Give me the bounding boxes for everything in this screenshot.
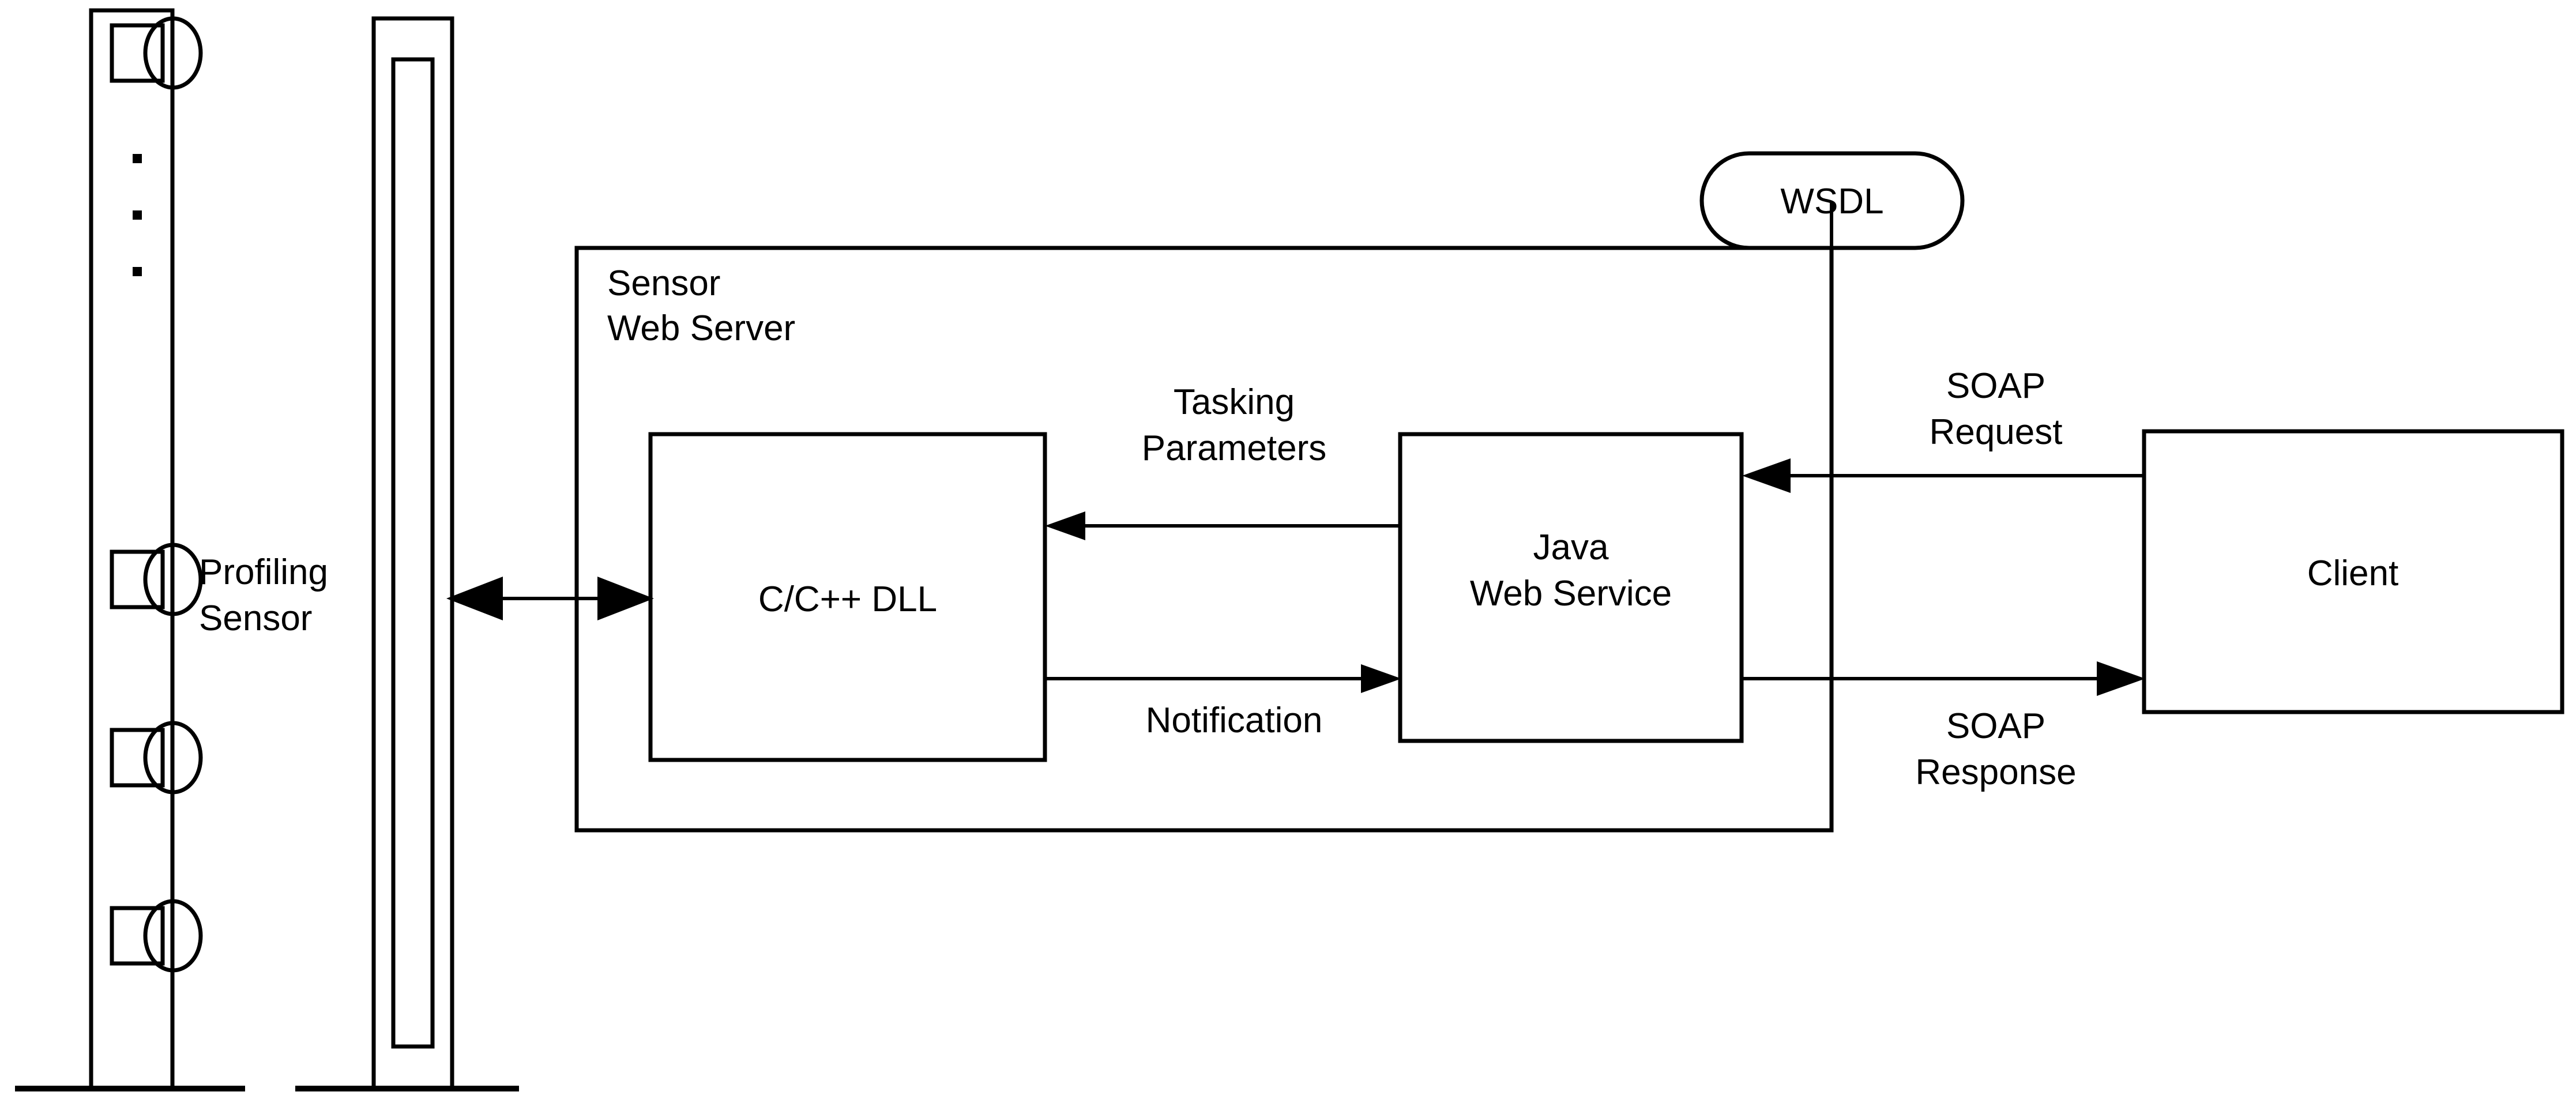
edge-notification: Notification [1045,664,1401,740]
sensor-module-4 [110,899,203,973]
sensor-module-body-3 [110,728,165,788]
client-box-group: Client [2142,429,2564,714]
ellipsis-dot-2 [133,210,142,220]
sensor-tower-inner-slot [391,57,435,1049]
edge-sensor-to-dll [446,577,654,620]
edge-tasking-parameters: Tasking Parameters [1045,382,1400,540]
sensor-module-body-4 [110,906,165,966]
edge-soap-response-label-line1: SOAP [1946,706,2045,746]
edge-soap-request-label-line1: SOAP [1946,366,2045,406]
sensor-module-head-2 [143,543,203,616]
profiling-sensor-mast-group: Profiling Sensor [15,8,328,1091]
edge-soap-response-label-line2: Response [1915,752,2076,792]
edge-notification-arrowhead [1361,664,1401,693]
edge-tasking-parameters-label-line1: Tasking [1174,382,1295,422]
java-web-service-label-line1: Java [1533,528,1609,567]
wsdl-label: WSDL [1780,182,1883,221]
edge-tasking-parameters-label-line2: Parameters [1142,428,1326,468]
profiling-sensor-label-line1: Profiling [199,552,328,592]
sensor-module-head-4 [143,899,203,973]
sensor-tower-outer [371,16,454,1089]
edge-soap-request-arrowhead [1742,458,1791,493]
edge-sensor-to-dll-arrowhead-right [597,577,654,620]
wsdl-group: WSDL [1699,151,1965,830]
edge-soap-request-label-line2: Request [1930,412,2063,452]
sensor-web-server-label-line2: Web Server [607,308,795,348]
ellipsis-dot-1 [133,154,142,163]
cpp-dll-box-group: C/C++ DLL [648,432,1047,762]
sensor-ellipsis-dots [133,154,142,276]
edge-notification-label: Notification [1146,701,1323,740]
edge-soap-response-arrowhead [2097,661,2145,696]
edge-tasking-parameters-arrowhead [1045,511,1085,540]
edge-soap-request: SOAP Request [1742,366,2144,493]
cpp-dll-label: C/C++ DLL [758,579,937,619]
java-web-service-label-line2: Web Service [1470,574,1672,613]
client-box [2142,429,2564,714]
wsdl-stadium [1699,151,1965,250]
sensor-module-head-1 [143,16,203,90]
ellipsis-dot-3 [133,267,142,276]
profiling-sensor-label-line2: Sensor [199,598,312,638]
sensor-module-3 [110,721,203,795]
java-web-service-box [1398,432,1744,743]
sensor-module-1 [110,16,203,90]
sensor-web-server-box-group: Sensor Web Server [574,246,1834,833]
cpp-dll-box [648,432,1047,762]
sensor-tower-group [295,16,519,1091]
edge-sensor-to-dll-arrowhead-left [446,577,503,620]
java-web-service-box-group: Java Web Service [1398,432,1744,743]
sensor-web-server-label-line1: Sensor [607,263,720,303]
sensor-module-head-3 [143,721,203,795]
edge-soap-response: SOAP Response [1742,661,2145,792]
sensor-module-body-1 [110,23,165,83]
sensor-module-2 [110,543,203,616]
client-label: Client [2307,554,2399,593]
sensor-module-body-2 [110,549,165,609]
